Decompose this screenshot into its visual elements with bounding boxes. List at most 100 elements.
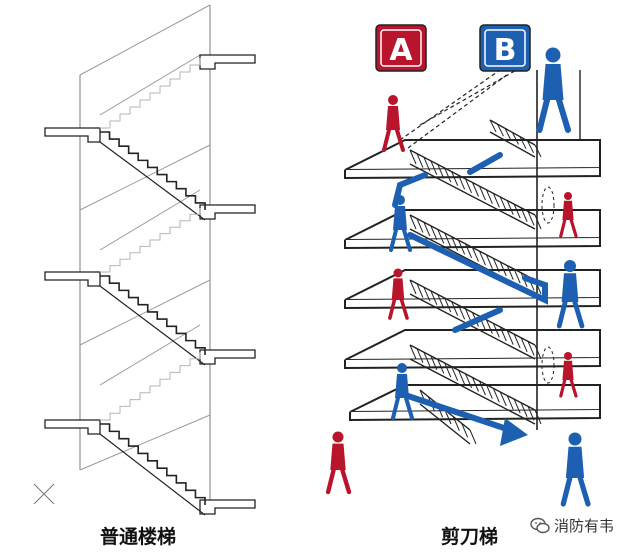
step-tread xyxy=(504,128,512,141)
step-tread xyxy=(506,330,514,345)
step-tread xyxy=(430,160,438,176)
flight-edge xyxy=(419,403,471,445)
step-tread xyxy=(469,429,477,445)
route-b-dashed xyxy=(419,67,521,126)
step-tread xyxy=(513,333,521,349)
step-tread xyxy=(527,341,535,356)
step-tread xyxy=(506,200,514,215)
person-body xyxy=(542,64,564,100)
stair-flight xyxy=(100,423,206,505)
step-tread xyxy=(444,297,452,313)
person-body xyxy=(561,273,579,302)
sign-b: B xyxy=(479,24,531,72)
person-head xyxy=(545,47,561,63)
step-tread xyxy=(497,123,504,137)
step-tread xyxy=(534,214,542,230)
step-tread xyxy=(492,388,500,403)
step-tread xyxy=(534,144,542,158)
step-tread xyxy=(437,359,445,374)
step-tread xyxy=(437,294,445,309)
person-legs xyxy=(559,378,578,398)
person-route-a xyxy=(559,352,578,398)
step-tread xyxy=(416,283,424,298)
step-tread xyxy=(520,402,528,417)
step-tread xyxy=(485,189,493,204)
step-tread xyxy=(461,423,469,438)
step-tread xyxy=(416,348,424,363)
flight-edge xyxy=(489,131,536,158)
person-legs xyxy=(560,475,591,507)
step-tread xyxy=(492,193,500,208)
stair-flight-hidden xyxy=(100,208,201,273)
ordinary-stair-section xyxy=(44,4,256,516)
step-tread xyxy=(451,236,459,251)
person-route-b xyxy=(391,363,414,420)
person-head xyxy=(564,260,576,272)
step-tread xyxy=(519,136,527,149)
landing-right xyxy=(199,349,256,365)
step-tread xyxy=(437,164,445,179)
step-tread xyxy=(444,362,452,378)
landing-right xyxy=(199,54,256,70)
step-tread xyxy=(513,268,521,284)
step-tread xyxy=(416,153,424,168)
person-route-b xyxy=(536,47,571,133)
person-legs xyxy=(536,97,571,133)
step-tread xyxy=(465,243,473,259)
person-head xyxy=(568,432,582,446)
stair-flight xyxy=(489,119,542,158)
stair-flight xyxy=(409,279,542,360)
person-head xyxy=(397,363,407,373)
plan-line xyxy=(99,189,201,251)
step-tread xyxy=(444,409,452,425)
person-head xyxy=(564,352,572,360)
sign-a: A xyxy=(375,24,427,72)
person-head xyxy=(332,431,344,443)
step-tread xyxy=(430,290,438,306)
step-tread xyxy=(444,167,452,183)
step-tread xyxy=(499,326,507,342)
step-tread xyxy=(527,211,535,226)
person-head xyxy=(395,195,405,205)
axis-cross-mark xyxy=(33,483,55,505)
person-head xyxy=(564,192,572,200)
step-tread xyxy=(437,229,445,244)
step-tread xyxy=(430,225,438,241)
route-b-arrow xyxy=(452,307,503,333)
step-tread xyxy=(423,352,431,367)
turnaround-dashed xyxy=(541,186,555,224)
sign-b-label: B xyxy=(494,33,517,68)
floor-slab xyxy=(344,269,601,301)
step-tread xyxy=(499,196,507,212)
stair-flight-hidden xyxy=(100,58,201,129)
plan-line xyxy=(99,324,201,386)
step-tread xyxy=(512,132,519,145)
step-tread xyxy=(506,395,514,410)
route-b-arrow xyxy=(407,232,548,305)
plan-line xyxy=(79,4,211,76)
step-tread xyxy=(485,254,493,269)
step-tread xyxy=(423,287,431,302)
scissor-stair-illustration xyxy=(325,47,601,507)
step-tread xyxy=(492,323,500,338)
step-tread xyxy=(458,240,466,255)
stair-flight-soffit xyxy=(99,141,206,221)
turnaround-dashed xyxy=(541,346,555,384)
ordinary-stair-caption: 普通楼梯 xyxy=(100,526,177,548)
stair-flight xyxy=(409,149,542,230)
step-tread xyxy=(409,214,417,230)
step-tread xyxy=(409,149,417,165)
scissor-stair-caption: 剪刀梯 xyxy=(441,526,499,548)
person-route-b xyxy=(389,195,412,252)
floor-slab xyxy=(344,329,601,361)
person-legs xyxy=(382,128,405,152)
person-body xyxy=(386,106,400,130)
watermark: 消防有韦 xyxy=(530,515,614,536)
person-legs xyxy=(389,228,412,252)
step-tread xyxy=(452,416,460,431)
step-tread xyxy=(527,406,535,421)
step-tread xyxy=(478,250,486,266)
step-tread xyxy=(409,344,417,360)
flight-edge xyxy=(409,293,536,360)
